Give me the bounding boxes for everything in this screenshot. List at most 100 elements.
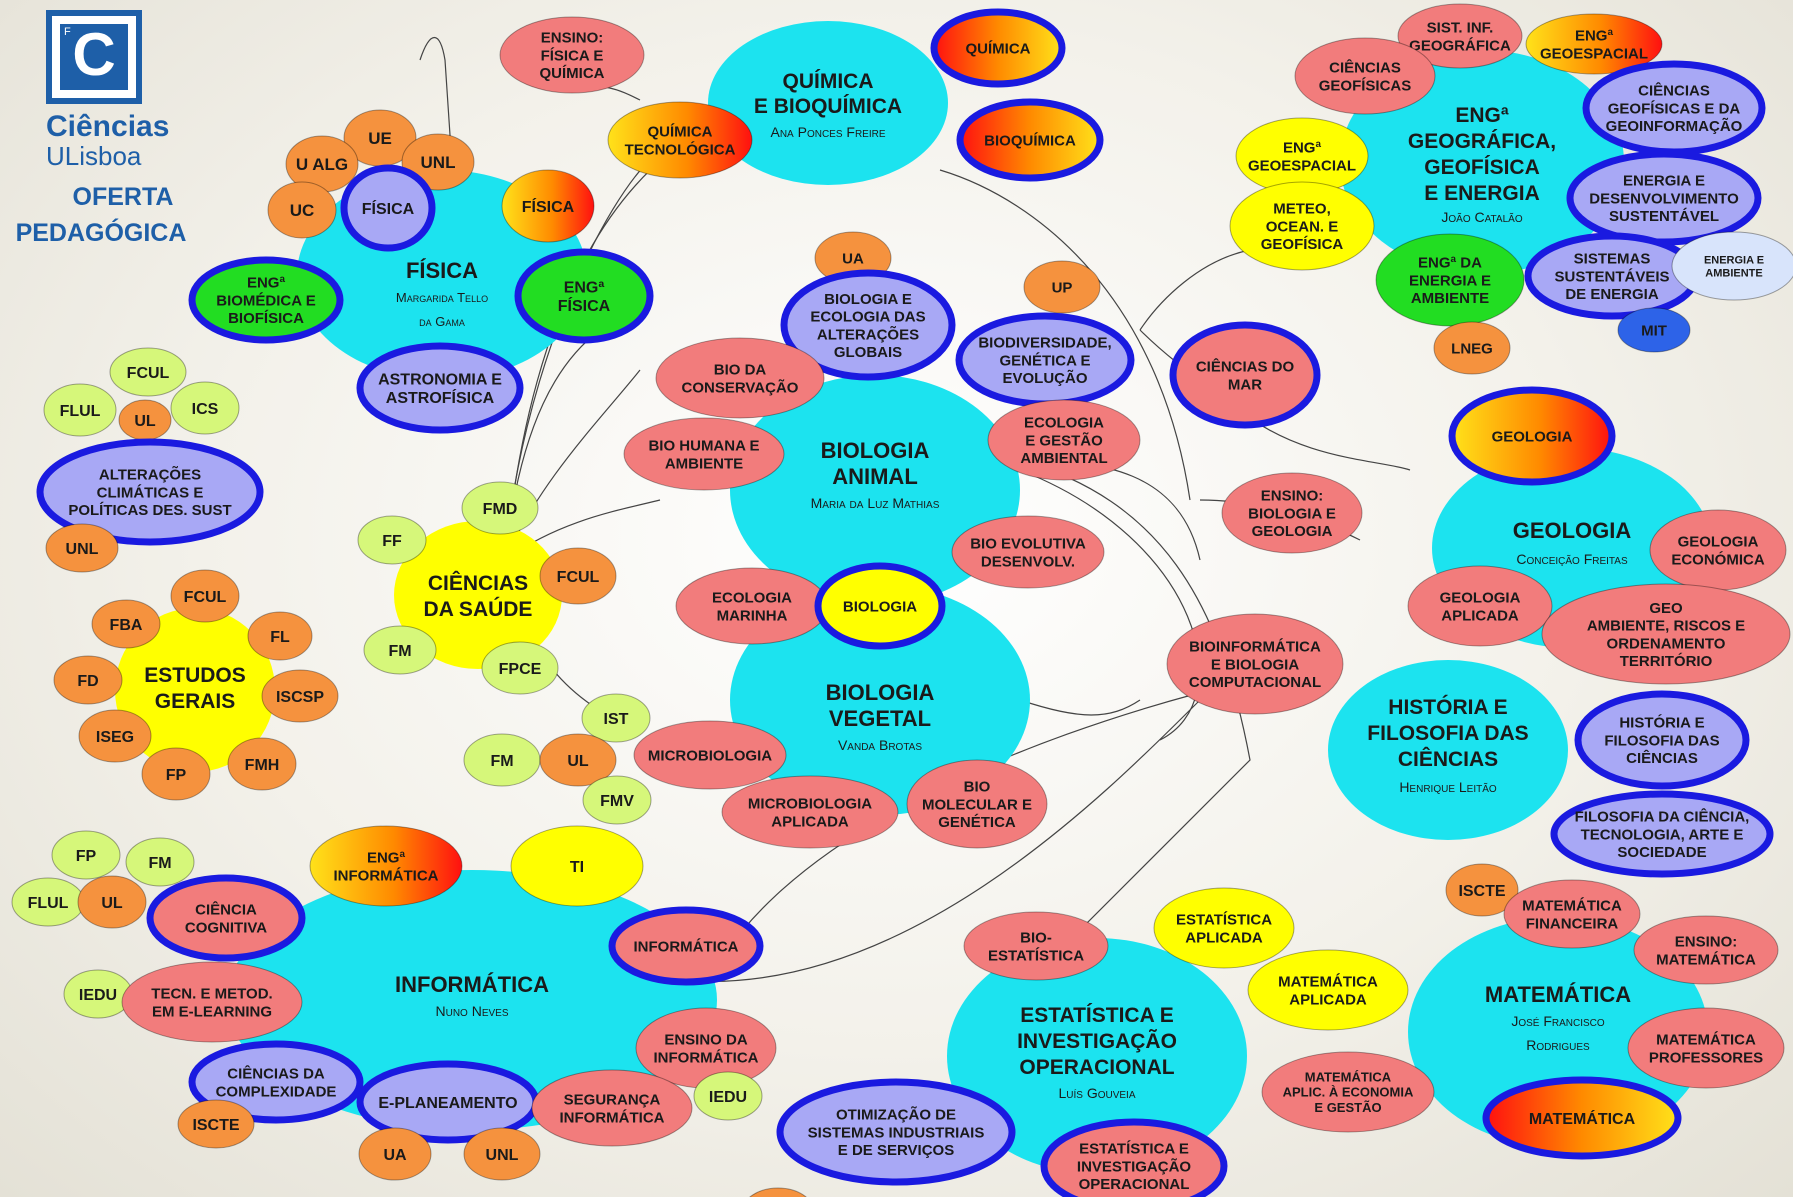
node-fcul[interactable]: FCUL (170, 569, 240, 623)
node-ul[interactable]: UL (118, 399, 172, 441)
node-bio-estatistica[interactable]: BIO-ESTATÍSTICA (963, 911, 1109, 981)
node-fpce[interactable]: FPCE (481, 641, 559, 695)
node-fmv[interactable]: FMV (582, 775, 652, 825)
node-iscsp[interactable]: ISCSP (261, 669, 339, 723)
node-fisica[interactable]: FÍSICA (501, 169, 595, 243)
node-fm[interactable]: FM (363, 625, 437, 675)
node-fmd[interactable]: FMD (461, 481, 539, 535)
node-fm[interactable]: FM (125, 837, 195, 887)
node-ul[interactable]: UL (539, 733, 617, 787)
node-fl[interactable]: FL (247, 611, 313, 661)
node-fp[interactable]: FP (51, 830, 121, 880)
node-iedu[interactable]: IEDU (693, 1071, 763, 1121)
node-iscte[interactable]: ISCTE (1445, 863, 1519, 917)
node-microbiologia[interactable]: MICROBIOLOGIA (633, 720, 787, 790)
node-ti[interactable]: TI (510, 825, 644, 907)
node-unl[interactable]: UNL (45, 523, 119, 573)
node-um[interactable]: UM (742, 1187, 814, 1197)
node-bioquimica[interactable]: BIOQUÍMICA (956, 98, 1104, 182)
node-biologia[interactable]: BIOLOGIA (814, 562, 946, 650)
department-estatistica[interactable]: ESTATÍSTICA EINVESTIGAÇÃOOPERACIONALLuís… (947, 938, 1247, 1174)
node-sist-inf-geografica[interactable]: SIST. INF.GEOGRÁFICA (1397, 3, 1523, 69)
node-tecn-e-metod-em-e-learning[interactable]: TECN. E METOD.EM E-LEARNING (121, 961, 303, 1043)
node-iscte[interactable]: ISCTE (177, 1099, 255, 1149)
node-ul[interactable]: UL (77, 875, 147, 929)
node-ist[interactable]: IST (581, 693, 651, 743)
node-ue[interactable]: UE (343, 109, 417, 167)
node-lneg[interactable]: LNEG (1433, 321, 1511, 375)
node-matematica[interactable]: MATEMÁTICA (1482, 1076, 1682, 1160)
node-informatica[interactable]: INFORMÁTICA (608, 906, 764, 986)
node-up[interactable]: UP (1023, 260, 1101, 314)
node-fm[interactable]: FM (463, 733, 541, 787)
node-ensino-matematica[interactable]: ENSINO:MATEMÁTICA (1633, 915, 1779, 985)
node-flul[interactable]: FLUL (11, 877, 85, 927)
node-uc[interactable]: UC (267, 181, 337, 239)
node-fisica[interactable]: FÍSICA (340, 164, 436, 252)
node-unl[interactable]: UNL (463, 1127, 541, 1181)
node-quimica[interactable]: QUÍMICA (930, 8, 1066, 88)
node-fba[interactable]: FBA (91, 599, 161, 649)
node-ics[interactable]: ICS (170, 381, 240, 435)
node-mit[interactable]: MIT (1617, 307, 1691, 353)
node-iedu[interactable]: IEDU (63, 969, 133, 1019)
node-ua[interactable]: UA (358, 1127, 432, 1181)
node-flul[interactable]: FLUL (43, 383, 117, 437)
node-fd[interactable]: FD (53, 655, 123, 705)
node-ff[interactable]: FF (357, 515, 427, 565)
node-u-alg[interactable]: U ALG (285, 135, 359, 193)
node-fcul[interactable]: FCUL (539, 547, 617, 605)
node-fp[interactable]: FP (141, 747, 211, 801)
node-fcul[interactable]: FCUL (109, 347, 187, 397)
